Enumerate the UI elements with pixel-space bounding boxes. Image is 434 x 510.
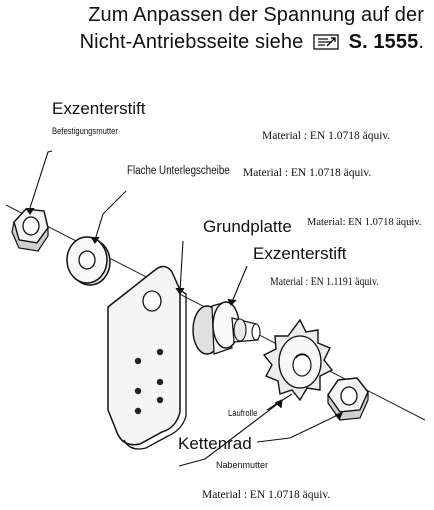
flat-washer-part [66, 236, 111, 286]
material-note-1: Material : EN 1.0718 äquiv. [262, 130, 391, 142]
page-reference-icon [313, 33, 339, 56]
material-note-3: Material: EN 1.0718 äquiv. [307, 217, 422, 228]
leader-befestigungsmutter [29, 150, 53, 209]
sprocket-part [262, 318, 334, 402]
label-flache-unterlegscheibe: Flache Unterlegscheibe [127, 165, 230, 177]
material-note-4: Material : EN 1.1191 äquiv. [270, 276, 379, 288]
label-nabenmutter: Nabenmutter [216, 460, 269, 470]
leader-nabenmutter [256, 413, 341, 443]
leader-arrow-6 [334, 412, 343, 421]
page-reference-link[interactable]: S. 1555 [348, 31, 419, 53]
label-laufrolle: Laufrolle [228, 408, 258, 418]
leader-arrow-2 [90, 236, 100, 244]
eccentric-pin-part [192, 301, 261, 355]
header-line-2-suffix: . [418, 31, 424, 53]
leader-arrow-4 [227, 298, 237, 306]
leader-arrow-1 [25, 207, 35, 215]
leader-arrow-5 [274, 399, 283, 409]
leader-kettenrad [178, 401, 281, 467]
mounting-nut-part [11, 208, 49, 252]
leader-grundplatte [179, 240, 184, 292]
header-line-1: Zum Anpassen der Spannung auf der [88, 4, 424, 27]
label-grundplatte: Grundplatte [203, 217, 292, 236]
label-kettenrad: Kettenrad [178, 434, 252, 453]
label-exzenterstift-top: Exzenterstift [52, 99, 146, 118]
base-plate-part [107, 265, 187, 450]
material-note-2: Material : EN 1.0718 äquiv. [243, 167, 372, 179]
leader-unterlegscheibe [94, 190, 127, 241]
leader-arrow-3 [175, 287, 185, 295]
label-befestigungsmutter: Befestigungsmutter [52, 126, 118, 136]
label-exzenterstift-mid: Exzenterstift [253, 244, 347, 263]
hub-nut-part [327, 377, 369, 421]
header-line-1-text: Zum Anpassen der Spannung auf der [88, 4, 424, 26]
header-line-2-text: Nicht-Antriebsseite siehe [79, 31, 304, 53]
material-note-5: Material : EN 1.0718 äquiv. [202, 489, 331, 501]
leader-exzenterstift [231, 265, 248, 303]
header-line-2: Nicht-Antriebsseite siehe S. 1555. [80, 31, 424, 56]
